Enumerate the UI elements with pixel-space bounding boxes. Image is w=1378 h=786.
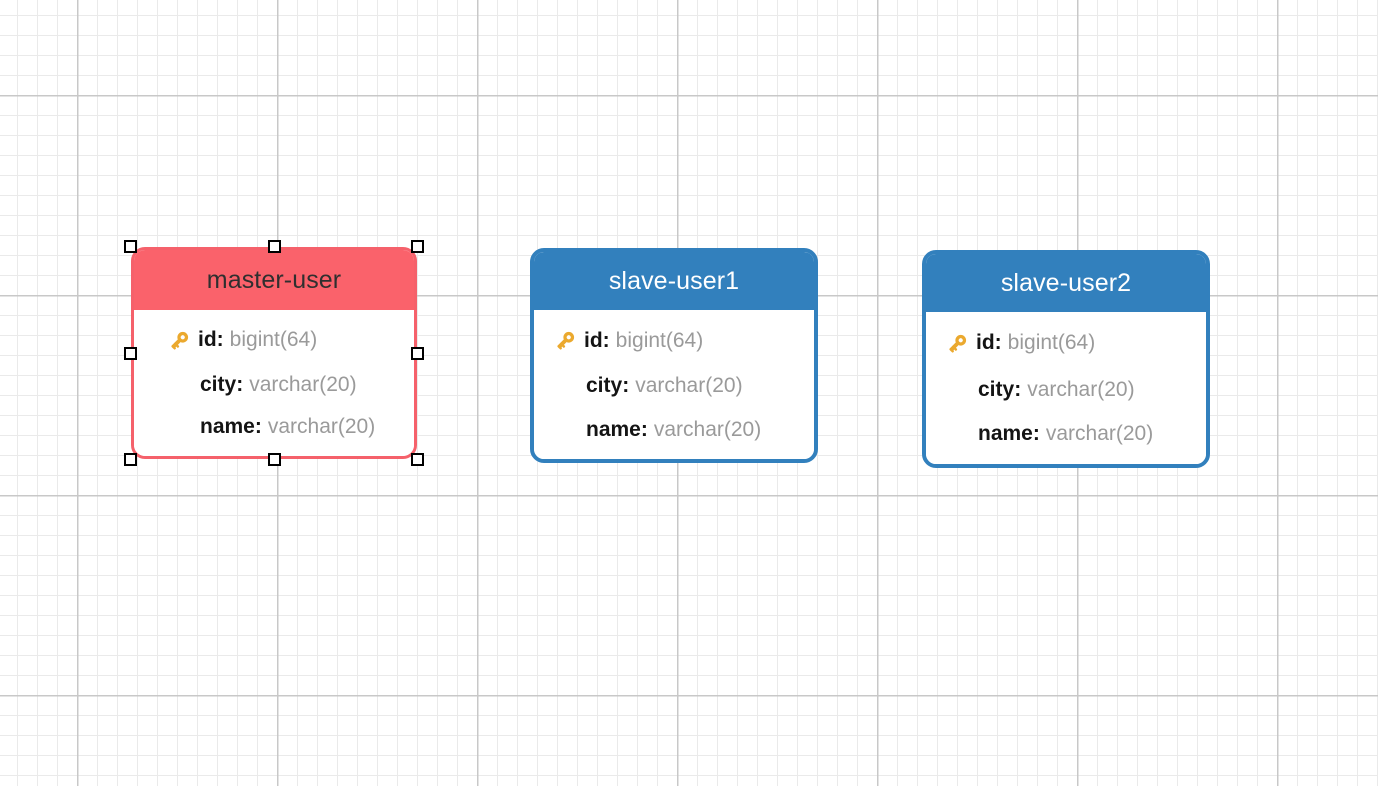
field-colon: : — [602, 328, 610, 352]
field-name: id — [976, 331, 995, 355]
field-name: city — [200, 372, 237, 396]
field-colon: : — [216, 328, 224, 352]
field-type: varchar(20) — [267, 415, 376, 439]
field-name: id — [198, 328, 217, 352]
field-type: varchar(20) — [1027, 377, 1135, 401]
table-field-row[interactable]: id: bigint(64) — [552, 327, 814, 353]
primary-key-icon — [552, 328, 578, 354]
resize-handle-n[interactable] — [267, 240, 281, 253]
resize-handle-e[interactable] — [411, 346, 424, 360]
field-type: bigint(64) — [1007, 331, 1096, 355]
field-colon: : — [254, 415, 262, 439]
table-field-row[interactable]: name: varchar(20) — [200, 416, 414, 437]
field-colon: : — [994, 331, 1002, 355]
table-title: slave-user1 — [608, 266, 740, 295]
table-node-header[interactable]: slave-user2 — [926, 254, 1206, 312]
table-field-row[interactable]: name: varchar(20) — [978, 423, 1206, 444]
table-node-master-user[interactable]: master-user — [124, 240, 424, 466]
table-field-list: id: bigint(64) city: varchar(20) name: v… — [134, 310, 414, 456]
table-node-body-container: slave-user1 — [530, 248, 818, 463]
table-node-slave-user2[interactable]: slave-user2 — [922, 250, 1210, 468]
table-title: slave-user2 — [1000, 268, 1132, 297]
table-field-row[interactable]: city: varchar(20) — [978, 379, 1206, 400]
table-field-row[interactable]: city: varchar(20) — [200, 374, 414, 395]
resize-handle-sw[interactable] — [124, 453, 137, 466]
primary-key-icon — [166, 328, 192, 354]
field-colon: : — [1032, 422, 1040, 446]
table-field-row[interactable]: city: varchar(20) — [586, 375, 814, 396]
primary-key-icon — [944, 331, 970, 357]
resize-handle-ne[interactable] — [411, 240, 424, 253]
table-field-row[interactable]: id: bigint(64) — [166, 327, 414, 353]
table-node-body-container: slave-user2 — [922, 250, 1210, 468]
table-field-list: id: bigint(64) city: varchar(20) name: v… — [534, 310, 814, 459]
field-type: varchar(20) — [1045, 422, 1154, 446]
field-name: name — [200, 415, 255, 439]
field-type: bigint(64) — [229, 328, 318, 352]
field-colon: : — [640, 417, 648, 441]
table-node-header[interactable]: slave-user1 — [534, 252, 814, 310]
table-node-header[interactable]: master-user — [134, 250, 414, 310]
field-colon: : — [1014, 377, 1022, 401]
field-colon: : — [236, 372, 244, 396]
resize-handle-w[interactable] — [124, 346, 137, 360]
resize-handle-se[interactable] — [411, 453, 424, 466]
field-name: id — [584, 328, 603, 352]
table-node-body-container: master-user — [131, 247, 417, 459]
resize-handle-nw[interactable] — [124, 240, 137, 253]
field-type: varchar(20) — [635, 374, 743, 398]
field-name: name — [586, 417, 641, 441]
table-title: master-user — [206, 265, 342, 294]
table-node-slave-user1[interactable]: slave-user1 — [530, 248, 818, 463]
field-name: city — [978, 377, 1015, 401]
table-field-list: id: bigint(64) city: varchar(20) name: v… — [926, 312, 1206, 464]
field-name: city — [586, 374, 623, 398]
resize-handle-s[interactable] — [267, 453, 281, 466]
field-type: varchar(20) — [249, 372, 357, 396]
table-field-row[interactable]: id: bigint(64) — [944, 330, 1206, 356]
field-type: bigint(64) — [615, 328, 704, 352]
field-name: name — [978, 422, 1033, 446]
field-type: varchar(20) — [653, 417, 762, 441]
field-colon: : — [622, 374, 630, 398]
table-field-row[interactable]: name: varchar(20) — [586, 419, 814, 440]
